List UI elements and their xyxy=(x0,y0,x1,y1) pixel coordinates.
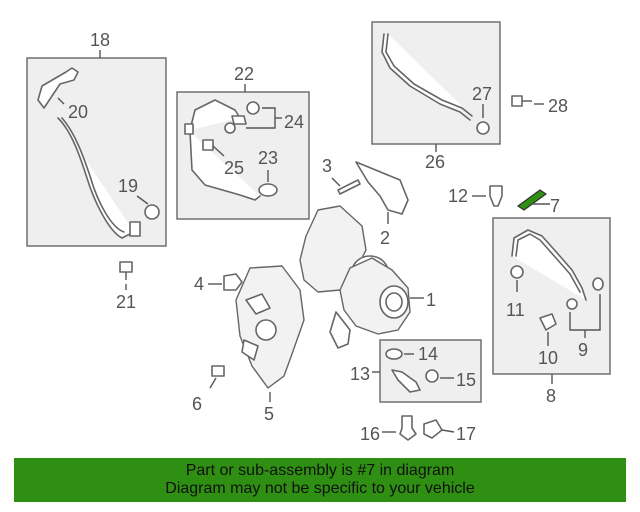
bolt-6 xyxy=(211,365,225,377)
washer-9a xyxy=(566,298,578,310)
parts-diagram: 18 20 19 21 22 24 25 23 26 27 xyxy=(26,21,611,444)
oil-feed-tube xyxy=(37,67,141,239)
callout-1[interactable]: 1 xyxy=(426,290,436,310)
bolt-16 xyxy=(399,415,417,441)
washer-11 xyxy=(510,265,524,279)
washer-24b xyxy=(224,122,236,134)
callout-7[interactable]: 7 xyxy=(550,196,560,216)
callout-14[interactable]: 14 xyxy=(418,344,438,364)
exhaust-manifold-5 xyxy=(235,265,305,389)
callout-16[interactable]: 16 xyxy=(360,424,380,444)
nut-4 xyxy=(223,273,243,291)
callout-21[interactable]: 21 xyxy=(116,292,136,312)
washer-27 xyxy=(476,121,490,135)
turbocharger-1 xyxy=(299,205,411,349)
callout-22[interactable]: 22 xyxy=(234,64,254,84)
callout-25[interactable]: 25 xyxy=(224,158,244,178)
coolant-tube xyxy=(381,33,473,121)
o-ring-23 xyxy=(258,183,278,197)
bolt-17 xyxy=(423,419,443,439)
heat-shield-2 xyxy=(355,161,409,215)
callout-5[interactable]: 5 xyxy=(264,404,274,424)
washer-9b xyxy=(592,277,604,291)
bolt-21 xyxy=(119,261,133,280)
bolt-10 xyxy=(539,313,557,331)
callout-11[interactable]: 11 xyxy=(506,300,525,320)
callout-9[interactable]: 9 xyxy=(578,340,588,360)
oil-line-8 xyxy=(511,229,587,301)
washer-15 xyxy=(425,369,439,383)
bolt-12 xyxy=(489,185,503,207)
callout-23[interactable]: 23 xyxy=(258,148,278,168)
washer-14 xyxy=(385,348,403,360)
callout-26[interactable]: 26 xyxy=(425,152,445,172)
callout-15[interactable]: 15 xyxy=(456,370,476,390)
fitting-13 xyxy=(391,369,421,393)
banner-line-2: Diagram may not be specific to your vehi… xyxy=(165,480,475,497)
callout-6[interactable]: 6 xyxy=(192,394,202,414)
callout-2[interactable]: 2 xyxy=(380,228,390,248)
callout-17[interactable]: 17 xyxy=(456,424,476,444)
group-box-8 xyxy=(492,217,611,375)
fitting-24 xyxy=(231,115,247,125)
callout-20[interactable]: 20 xyxy=(68,102,88,122)
washer-24a xyxy=(246,101,260,115)
callout-19[interactable]: 19 xyxy=(118,176,138,196)
callout-28[interactable]: 28 xyxy=(548,96,568,116)
bolt-28 xyxy=(511,95,523,107)
info-banner: Part or sub-assembly is #7 in diagram Di… xyxy=(14,458,626,502)
washer-19 xyxy=(144,204,160,220)
callout-8[interactable]: 8 xyxy=(546,386,556,406)
callout-13[interactable]: 13 xyxy=(350,364,370,384)
stud-3 xyxy=(337,179,361,195)
callout-4[interactable]: 4 xyxy=(194,274,204,294)
callout-3[interactable]: 3 xyxy=(322,156,332,176)
callout-27[interactable]: 27 xyxy=(472,84,492,104)
callout-10[interactable]: 10 xyxy=(538,348,558,368)
callout-24[interactable]: 24 xyxy=(284,112,304,132)
bolt-25 xyxy=(202,139,214,151)
banner-line-1: Part or sub-assembly is #7 in diagram xyxy=(185,462,455,479)
callout-12[interactable]: 12 xyxy=(448,186,468,206)
highlighted-part-7[interactable] xyxy=(516,189,548,211)
callout-18[interactable]: 18 xyxy=(90,30,110,50)
